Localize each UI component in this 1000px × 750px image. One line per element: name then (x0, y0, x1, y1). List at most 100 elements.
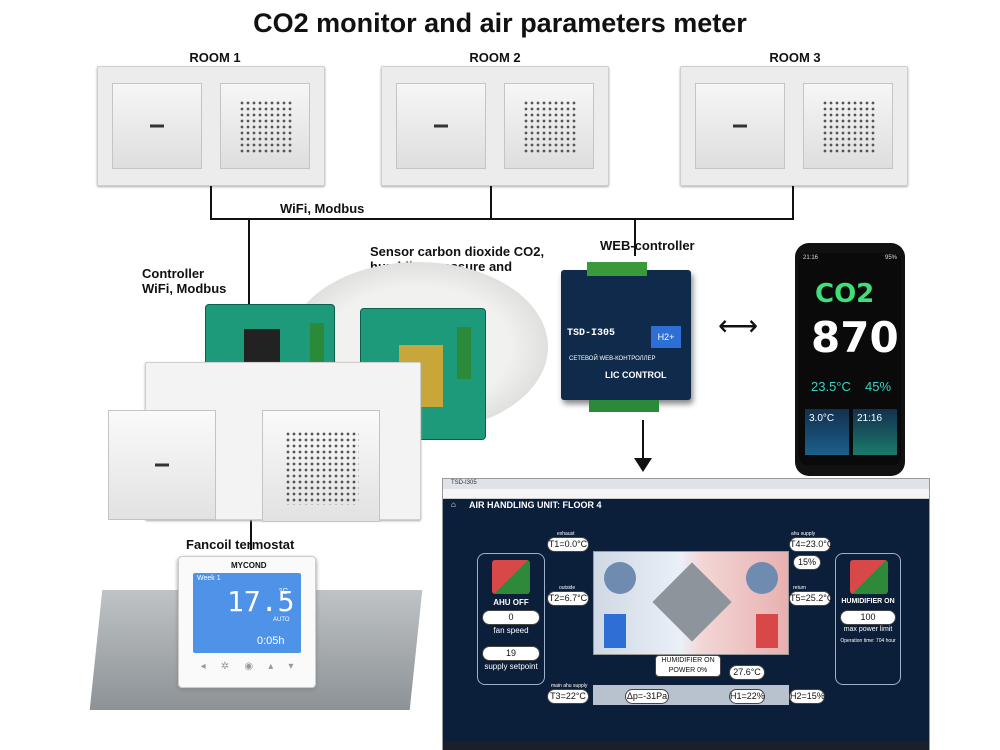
wifi-bus-line (210, 218, 794, 220)
thermostat-display: Week 1 17.5 °C 0:05h AUTO (193, 573, 301, 653)
setpoint-label: supply setpoint (484, 662, 538, 671)
return-label: return (793, 585, 807, 591)
fan-icon[interactable]: ✲ (220, 661, 230, 672)
wire (634, 218, 636, 256)
t4-reading: T4=23.0°C (789, 537, 833, 552)
outside-temp-tile: 3.0°C (805, 409, 849, 455)
co2-sensor-cover (803, 83, 893, 169)
t1-reading: T1=0.0°C (547, 537, 589, 552)
temp-unit: °C (279, 587, 288, 596)
co2-sensor-cover (504, 83, 594, 169)
pressure-diff: Δp=-31Pa (625, 689, 669, 704)
battery-level: 95% (884, 255, 897, 261)
wire (210, 186, 212, 219)
supply-fan-icon (746, 562, 778, 594)
operation-time: Operation time: 704 hour (840, 638, 896, 644)
t2-reading: T2=6.7°C (547, 591, 589, 606)
web-controller-device: TSD-I305 H2+ СЕТЕВОЙ WEB-КОНТРОЛЛЕР LIC … (561, 262, 691, 412)
phone-screen: 21:16 95% CO2 870 23.5°C 45% 3.0°C 21:16 (799, 253, 901, 465)
light-switch-key (112, 83, 202, 169)
ahu-dashboard: ⌂ AIR HANDLING UNIT: FLOOR 4 AHU OFF 0 f… (443, 499, 929, 741)
heat-recovery-unit (593, 551, 789, 655)
smartphone: 21:16 95% CO2 870 23.5°C 45% 3.0°C 21:16 (795, 243, 905, 476)
fan-speed-stepper[interactable]: 0 (482, 610, 540, 625)
room-3-switch-plate (680, 66, 908, 186)
outside-temp: 3.0°C (809, 413, 835, 424)
controller-label-line: Controller (142, 266, 205, 281)
thermostat: MYCOND Week 1 17.5 °C 0:05h AUTO ◂ ✲ ◉ ▴ ▾ (178, 556, 316, 688)
thermostat-brand: MYCOND (231, 561, 267, 570)
exhaust-fan-icon (604, 562, 636, 594)
indoor-temp: 23.5°C (811, 379, 851, 394)
wire (792, 186, 794, 219)
exhaust-label: exhaust (557, 531, 575, 537)
set-temperature: 17.5 (227, 585, 295, 618)
browser-tabbar: TSD-I305 (443, 479, 929, 489)
humidifier-status-box: HUMIDIFIER ON POWER 0% (655, 655, 721, 677)
outside-label: outside (559, 585, 576, 591)
indoor-humidity: 45% (865, 379, 892, 394)
thermostat-buttons[interactable]: ◂ ✲ ◉ ▴ ▾ (193, 661, 301, 672)
power-limit-stepper[interactable]: 100 (840, 610, 896, 625)
ahu-left-panel: AHU OFF 0 fan speed 19 supply setpoint (477, 553, 545, 685)
terminal-block (457, 327, 471, 379)
light-switch-key (695, 83, 785, 169)
ahu-dial-icon[interactable] (492, 560, 530, 594)
humidifier-status-text: HUMIDIFIER ON (661, 657, 715, 664)
ahu-status: AHU OFF (493, 598, 529, 607)
power-limit-label: max power limit (843, 626, 893, 633)
power-icon[interactable]: ◉ (244, 661, 254, 672)
wifi-module-chip (244, 329, 280, 363)
status-time: 21:16 (803, 255, 819, 261)
down-icon[interactable]: ▾ (288, 661, 294, 672)
ahu-title: AIR HANDLING UNIT: FLOOR 4 (469, 500, 602, 510)
browser-window: TSD-I305 ⌂ AIR HANDLING UNIT: FLOOR 4 AH… (442, 478, 930, 750)
co2-label: CO2 (815, 279, 875, 309)
h2-reading: H2=15% (789, 689, 825, 704)
wire (248, 218, 250, 308)
wifi-modbus-label: WiFi, Modbus (280, 201, 365, 216)
top-terminals (587, 262, 647, 276)
heat-exchanger-icon (652, 562, 732, 642)
supply-fan-percent: 15% (793, 555, 821, 570)
humidifier-panel: HUMIDIFIER ON 100 max power limit Operat… (835, 553, 901, 685)
room-1-label: ROOM 1 (189, 50, 241, 65)
bidirectional-arrow-icon: ⟷ (718, 310, 759, 341)
sensor-label-line: Sensor carbon dioxide CO2, (370, 244, 545, 259)
home-icon[interactable]: ⌂ (451, 500, 456, 509)
address-bar[interactable] (443, 489, 929, 499)
indicator-led-icon (733, 124, 747, 128)
sensor-grille-icon (523, 100, 577, 154)
room-2-switch-plate (381, 66, 609, 186)
controller-label-line: WiFi, Modbus (142, 281, 227, 296)
fan-speed-label: fan speed (493, 626, 529, 635)
sensor-cover-front (262, 410, 380, 522)
humidifier-dial-icon[interactable] (850, 560, 888, 594)
pressure-tile: 21:16 (853, 409, 897, 455)
week-label: Week 1 (197, 575, 221, 582)
t3-reading: T3=22°C (547, 689, 589, 704)
h2-badge: H2+ (651, 326, 681, 348)
humidifier-status: HUMIDIFIER ON (841, 598, 895, 605)
browser-tab[interactable]: TSD-I305 (451, 480, 477, 486)
humidifier-power-text: POWER 0% (668, 667, 708, 674)
wire (490, 186, 492, 219)
cold-coil-icon (604, 614, 626, 648)
web-controller-label: WEB-controller (600, 238, 695, 253)
room-2-label: ROOM 2 (469, 50, 521, 65)
device-brand: LIC CONTROL (605, 370, 667, 380)
h1-reading: H1=22% (729, 689, 765, 704)
main-supply-label: main ahu supply (551, 683, 588, 689)
down-arrow-icon (634, 458, 652, 472)
tile-time: 21:16 (857, 413, 883, 424)
bottom-terminals (589, 400, 659, 412)
switch-key-front (108, 410, 216, 520)
back-icon[interactable]: ◂ (200, 661, 206, 672)
setpoint-stepper[interactable]: 19 (482, 646, 540, 661)
sensor-grille-icon (239, 100, 293, 154)
wire (642, 420, 644, 468)
up-icon[interactable]: ▴ (268, 661, 274, 672)
humidifier-temp: 27.6°C (729, 665, 765, 680)
device-model: TSD-I305 (567, 328, 616, 339)
sensor-grille-icon (822, 100, 876, 154)
